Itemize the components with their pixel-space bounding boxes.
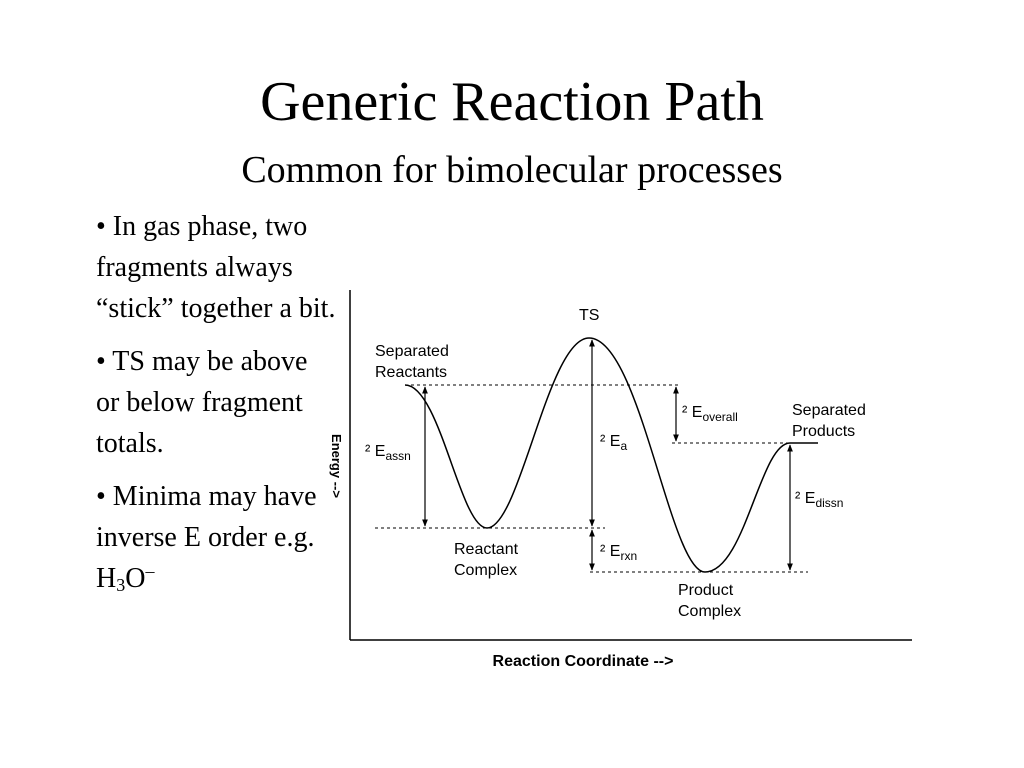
label-e-a-main: ² E — [600, 433, 620, 450]
bullet-ts-position: • TS may be above or below fragment tota… — [96, 346, 308, 459]
label-reactant-complex-line2: Complex — [454, 562, 517, 579]
bullet-minima-superscript: – — [145, 561, 155, 581]
label-e-rxn: ² Erxn — [600, 543, 637, 563]
bullet-minima-text: • Minima may have inverse E order e.g. H — [96, 481, 317, 594]
label-e-rxn-main: ² E — [600, 543, 620, 560]
label-e-assn-sub: assn — [385, 449, 410, 463]
label-e-dissn: ² Edissn — [795, 490, 843, 510]
slide-title: Generic Reaction Path — [260, 71, 764, 133]
x-axis-label: Reaction Coordinate --> — [493, 653, 674, 670]
label-e-overall-main: ² E — [682, 404, 702, 421]
label-e-dissn-main: ² E — [795, 490, 815, 507]
label-product-complex-line2: Complex — [678, 603, 741, 620]
label-e-a: ² Ea — [600, 433, 627, 453]
label-product-complex-line1: Product — [678, 582, 734, 599]
label-e-rxn-sub: rxn — [620, 549, 637, 563]
y-axis-label: Energy --> — [329, 434, 344, 498]
bullet-minima-order: • Minima may have inverse E order e.g. H… — [96, 476, 336, 599]
label-separated-products-line2: Products — [792, 423, 855, 440]
label-e-overall: ² Eoverall — [682, 404, 738, 424]
label-e-a-sub: a — [620, 439, 627, 453]
label-separated-reactants-line1: Separated — [375, 343, 449, 360]
energy-curve — [404, 337, 818, 573]
bullet-list: • In gas phase, two fragments always “st… — [96, 206, 336, 611]
bullet-minima-text-mid: O — [125, 563, 146, 594]
label-e-overall-sub: overall — [702, 410, 737, 424]
slide-subtitle: Common for bimolecular processes — [241, 149, 783, 191]
label-reactant-complex-line1: Reactant — [454, 541, 519, 558]
label-separated-reactants-line2: Reactants — [375, 364, 447, 381]
bullet-gas-phase: • In gas phase, two fragments always “st… — [96, 211, 336, 324]
label-e-dissn-sub: dissn — [815, 496, 843, 510]
bullet-minima-subscript: 3 — [116, 575, 126, 595]
label-separated-products-line1: Separated — [792, 402, 866, 419]
label-e-assn-main: ² E — [365, 443, 385, 460]
label-e-assn: ² Eassn — [365, 443, 411, 463]
label-ts: TS — [579, 307, 599, 324]
